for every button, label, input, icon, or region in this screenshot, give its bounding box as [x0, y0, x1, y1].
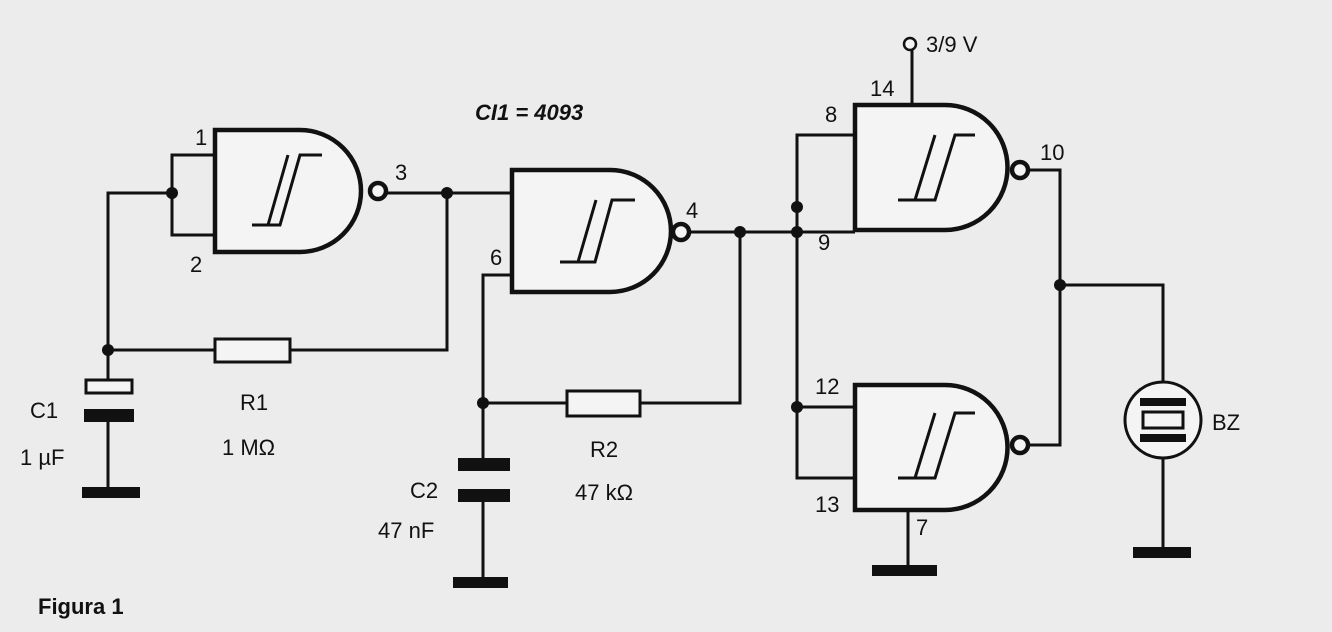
- r2-value: 47 kΩ: [575, 480, 633, 505]
- c1-value: 1 µF: [20, 445, 64, 470]
- pin-4: 4: [686, 198, 698, 223]
- c1-name: C1: [30, 398, 58, 423]
- figure-caption: Figura 1: [38, 594, 124, 619]
- ic-title: CI1 = 4093: [475, 100, 583, 125]
- nand-gate-2: [509, 167, 692, 295]
- supply-label: 3/9 V: [926, 32, 978, 57]
- pin-8: 8: [825, 102, 837, 127]
- nand-gate-3: [852, 102, 1031, 233]
- pin-13: 13: [815, 492, 839, 517]
- pin-6: 6: [490, 245, 502, 270]
- pin-7: 7: [916, 515, 928, 540]
- c2-name: C2: [410, 478, 438, 503]
- pin-10: 10: [1040, 140, 1064, 165]
- pin-1: 1: [195, 125, 207, 150]
- resistor-r1: [213, 337, 292, 364]
- c2-value: 47 nF: [378, 518, 434, 543]
- ground-symbols: [82, 487, 1191, 588]
- resistor-r2: [565, 389, 642, 418]
- r2-name: R2: [590, 437, 618, 462]
- wires: [106, 50, 1165, 580]
- pin-2: 2: [190, 252, 202, 277]
- pin-12: 12: [815, 374, 839, 399]
- capacitor-c1: [84, 378, 134, 422]
- pin-14: 14: [870, 76, 894, 101]
- supply-terminal: [902, 36, 918, 52]
- r1-value: 1 MΩ: [222, 435, 275, 460]
- pin-3: 3: [395, 160, 407, 185]
- nand-gate-1: [212, 127, 389, 255]
- r1-name: R1: [240, 390, 268, 415]
- capacitor-c2: [458, 458, 510, 502]
- bz-name: BZ: [1212, 410, 1240, 435]
- buzzer: [1123, 380, 1203, 460]
- nand-gate-4: [852, 382, 1031, 513]
- junction-dots: [102, 187, 1066, 413]
- pin-9: 9: [818, 230, 830, 255]
